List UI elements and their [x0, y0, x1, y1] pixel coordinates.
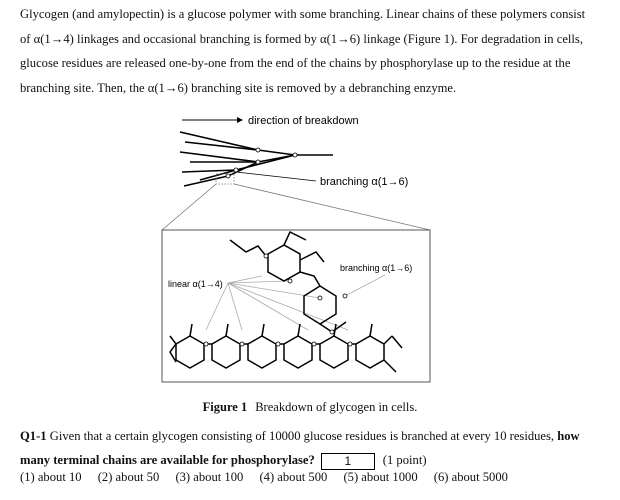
- glycogen-branch-schematic: [179, 131, 333, 187]
- intro-line-4: branching site. Then, the α(1→6) branchi…: [20, 80, 457, 95]
- option-3: (3) about 100: [175, 470, 244, 484]
- question-line-1: Q1-1 Given that a certain glycogen consi…: [20, 424, 604, 448]
- question-id: Q1-1: [20, 429, 47, 443]
- answer-options: (1) about 10 (2) about 50 (3) about 100 …: [20, 470, 521, 485]
- question-points: (1 point): [382, 453, 427, 467]
- intro-paragraph: Glycogen (and amylopectin) is a glucose …: [20, 2, 604, 100]
- direction-label: direction of breakdown: [248, 115, 359, 127]
- intro-line-3: glucose residues are released one-by-one…: [20, 56, 571, 70]
- intro-line-2: of α(1→4) linkages and occasional branch…: [20, 31, 583, 46]
- branching-label-inset: branching α(1→6): [340, 263, 412, 273]
- question-text: Given that a certain glycogen consisting…: [49, 429, 555, 443]
- caption-number: Figure 1: [202, 400, 248, 414]
- option-2: (2) about 50: [97, 470, 160, 484]
- linear-label: linear α(1→4): [168, 279, 223, 289]
- answer-input[interactable]: 1: [320, 452, 375, 470]
- inset-frame: [161, 229, 431, 383]
- option-6: (6) about 5000: [433, 470, 508, 484]
- caption-text: Breakdown of glycogen in cells.: [255, 400, 418, 414]
- option-5: (5) about 1000: [343, 470, 418, 484]
- branching-label-top: branching α(1→6): [320, 176, 408, 188]
- zoom-region: [215, 173, 235, 185]
- option-1: (1) about 10: [20, 470, 82, 484]
- question-line-2: many terminal chains are available for p…: [20, 448, 604, 472]
- question-block: Q1-1 Given that a certain glycogen consi…: [20, 424, 604, 472]
- figure-1-glycogen-diagram: direction of breakdown branching α(1→6) …: [161, 115, 431, 383]
- intro-line-1: Glycogen (and amylopectin) is a glucose …: [20, 7, 586, 21]
- figure-caption: Figure 1 Breakdown of glycogen in cells.: [0, 400, 620, 415]
- option-4: (4) about 500: [259, 470, 328, 484]
- question-bold-2: many terminal chains are available for p…: [20, 453, 315, 467]
- linear-chain: [169, 323, 403, 373]
- question-bold-1: how: [557, 429, 580, 443]
